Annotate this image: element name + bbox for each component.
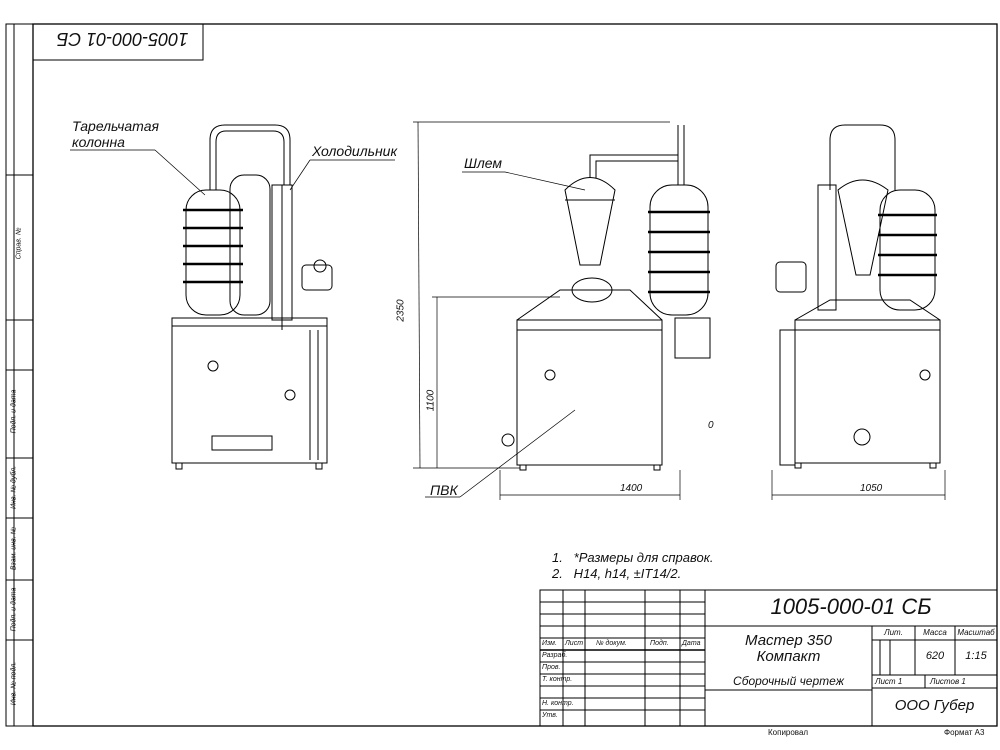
title-block-lines (539, 589, 998, 727)
role-tkontr: Т. контр. (542, 676, 573, 683)
hdr-list: Лист (565, 640, 584, 647)
lit-label: Лит. (884, 628, 903, 637)
callout-cooler: Холодильник (312, 143, 398, 159)
side-label-4: Подп. и дата (10, 587, 18, 632)
product-name-2: Компакт (756, 648, 821, 665)
dim-1400: 1400 (620, 483, 643, 494)
callout-pvk: ПВК (430, 482, 458, 498)
note-1: 1. *Размеры для справок. (552, 550, 714, 565)
hdr-docnum: № докум. (596, 640, 627, 647)
side-label-1: Подп. и дата (10, 389, 18, 434)
role-nkontr: Н. контр. (542, 700, 574, 707)
hdr-sign: Подп. (650, 640, 669, 647)
doc-type: Сборочный чертеж (733, 674, 844, 688)
dim-1050: 1050 (860, 483, 883, 494)
mass-value: 620 (925, 650, 945, 662)
footer-copied: Копировал (768, 728, 809, 737)
product-name-1: Мастер 350 (745, 632, 832, 649)
side-label-2: Инв. № дубл. (10, 465, 18, 510)
dimension-lines (413, 121, 946, 500)
scale-label: Масштаб (957, 628, 995, 637)
doc-number: 1005-000-01 СБ (770, 594, 932, 619)
side-label-5: Инв. № подл. (10, 661, 18, 706)
left-view (171, 124, 333, 470)
sheets-label: Листов 1 (930, 677, 966, 686)
sheet-label: Лист 1 (875, 677, 903, 686)
leader-lines (70, 149, 586, 498)
hdr-izm: Изм. (542, 640, 557, 647)
side-label-3: Взам. инв. № (10, 526, 18, 571)
role-utv: Утв. (542, 712, 558, 719)
scale-value: 1:15 (965, 650, 987, 662)
top-stamp: 1005-000-01 СБ (56, 29, 189, 49)
side-label-0: Справ. № (15, 227, 23, 260)
middle-view (501, 125, 711, 471)
dim-zero: 0 (708, 420, 714, 431)
dim-1100: 1100 (425, 389, 437, 412)
hdr-date: Дата (682, 640, 701, 647)
role-prov: Пров. (542, 664, 561, 671)
footer-format: Формат А3 (944, 728, 985, 737)
callout-helmet: Шлем (464, 155, 503, 171)
note-2: 2. H14, h14, ±IT14/2. (552, 566, 682, 581)
dim-2350: 2350 (395, 299, 407, 322)
mass-label: Масса (923, 628, 947, 637)
right-view (775, 124, 941, 469)
company-name: ООО Губер (894, 697, 975, 714)
role-razrab: Разраб. (542, 652, 568, 659)
callout-column: Тарельчатая колонна (72, 118, 159, 150)
